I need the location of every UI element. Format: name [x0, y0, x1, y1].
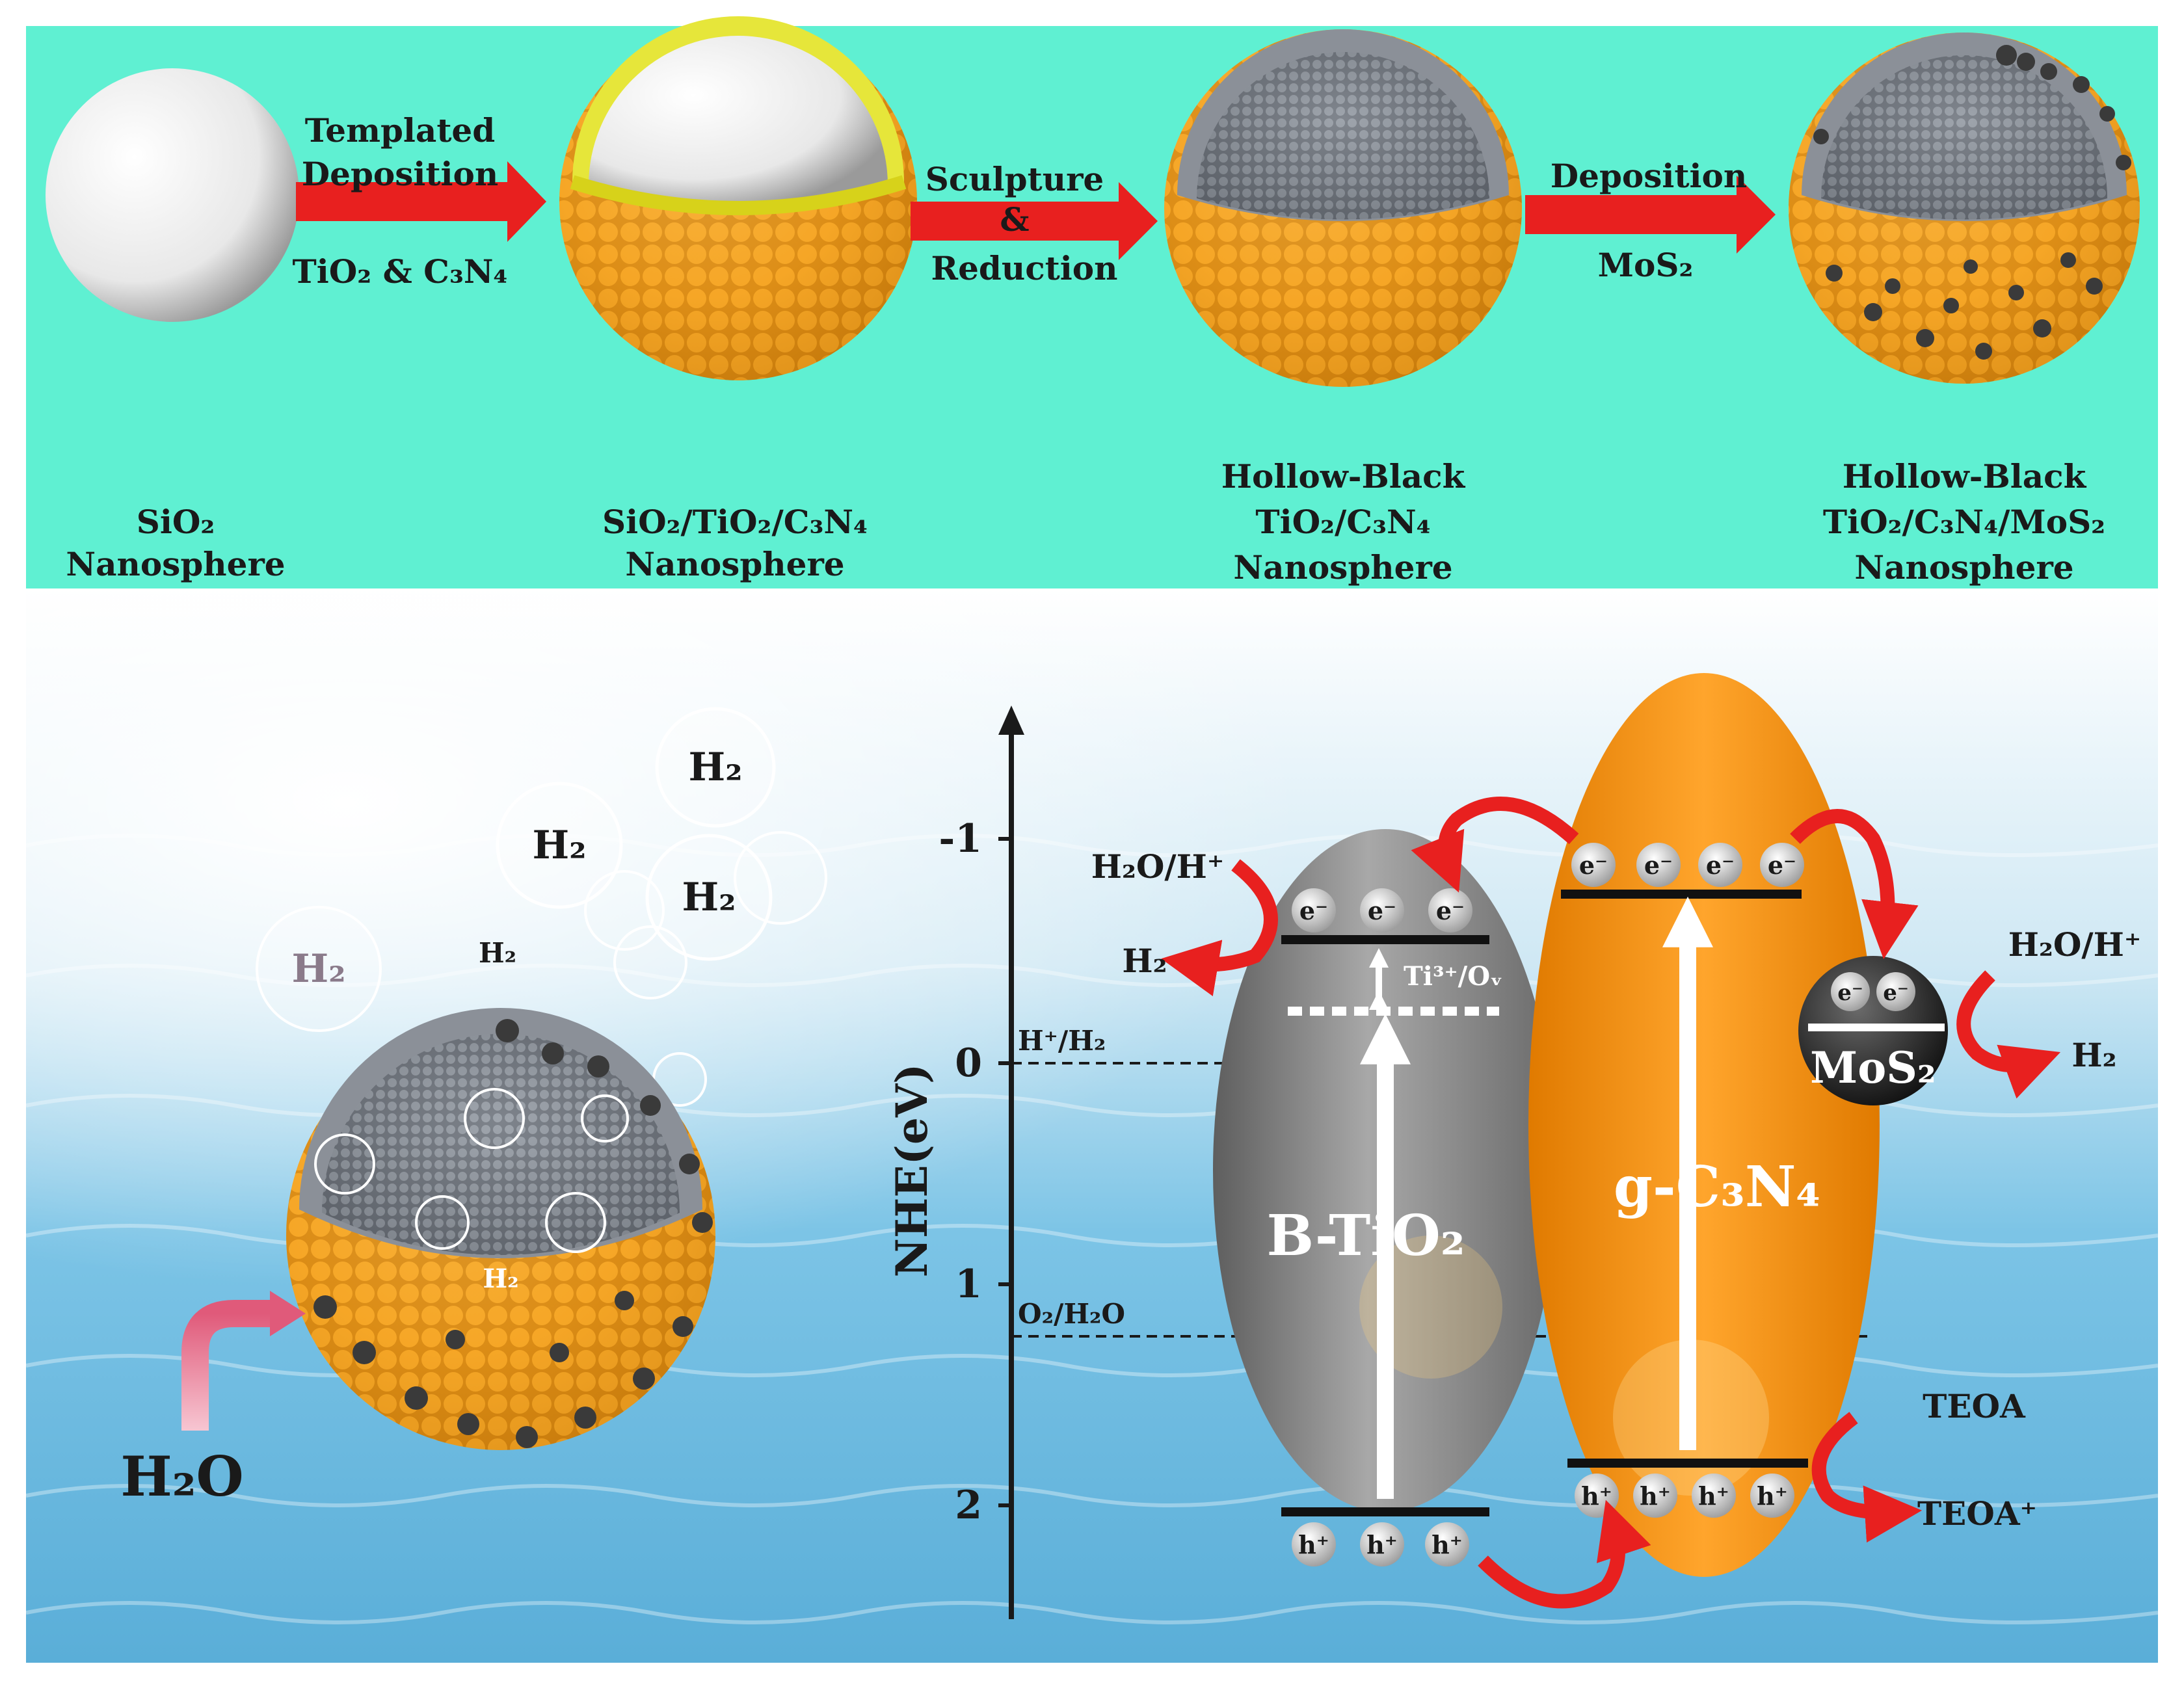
- teoa-plus-label: TEOA⁺: [1917, 1494, 2037, 1533]
- mos2-electron-1: e⁻: [1837, 980, 1863, 1006]
- sphere3-line3: Nanosphere: [1233, 548, 1452, 587]
- step1-top-label: Templated: [305, 111, 495, 150]
- sio2-sphere: [46, 68, 299, 322]
- step3-bottom-label: MoS₂: [1598, 246, 1694, 284]
- step1-bottom-label: TiO₂ & C₃N₄: [293, 252, 508, 291]
- water-label: H₂O: [120, 1444, 243, 1509]
- sphere1-line2: SiO₂: [137, 503, 215, 541]
- o2-level-label: O₂/H₂O: [1018, 1298, 1125, 1330]
- gc3n4-electron-3: e⁻: [1706, 851, 1735, 880]
- btio2-electron-1: e⁻: [1299, 896, 1328, 925]
- btio2-defect-label: Ti³⁺/Oᵥ: [1404, 961, 1503, 992]
- axis-tick-1: 1: [955, 1262, 982, 1307]
- sphere4-line2: TiO₂/C₃N₄/MoS₂: [1823, 503, 2105, 541]
- gc3n4-label: g-C₃N₄: [1614, 1154, 1820, 1220]
- btio2-electron-3: e⁻: [1436, 896, 1465, 925]
- water-inflow-arrow: [181, 1291, 306, 1431]
- btio2-reactant-label: H₂O/H⁺: [1091, 847, 1225, 886]
- gc3n4-electron-1: e⁻: [1579, 851, 1608, 880]
- gc3n4-band: [1528, 673, 1880, 1577]
- gc3n4-hole-3: h⁺: [1698, 1481, 1729, 1511]
- mos2-label: MoS₂: [1810, 1042, 1936, 1093]
- step3-top-label: Deposition: [1551, 157, 1747, 195]
- btio2-product-label: H₂: [1122, 942, 1167, 980]
- h2-bubbles: [256, 707, 827, 1107]
- process-arrow-1: [296, 161, 546, 242]
- charge-transfer-arrows: [1161, 797, 2061, 1609]
- process-arrow-2: [911, 182, 1158, 260]
- h2-bubble-label-1: H₂: [689, 745, 743, 790]
- axis-tick-0: 0: [955, 1040, 982, 1086]
- btio2-hole-2: h⁺: [1366, 1530, 1398, 1559]
- h-plus-level-label: H⁺/H₂: [1018, 1025, 1106, 1057]
- gc3n4-hole-2: h⁺: [1640, 1481, 1671, 1511]
- hollow-black-tio2-c3n4-sphere: [1164, 29, 1522, 387]
- step2-top-label: Sculpture: [926, 160, 1104, 198]
- mos2-product-label: H₂: [2071, 1036, 2116, 1074]
- h2-bubble-label-4: H₂: [292, 946, 346, 992]
- sphere2-line3: Nanosphere: [625, 545, 844, 583]
- sphere4-line3: Nanosphere: [1854, 548, 2073, 587]
- teoa-label: TEOA: [1923, 1387, 2026, 1425]
- gc3n4-hole-4: h⁺: [1757, 1481, 1788, 1511]
- hollow-nanosphere-in-water: [286, 1008, 715, 1450]
- sphere4-line1: Hollow-Black: [1843, 457, 2087, 496]
- btio2-holes: [1292, 1522, 1469, 1566]
- sphere3-line1: Hollow-Black: [1221, 457, 1466, 496]
- h2-bubble-label-2: H₂: [533, 823, 587, 868]
- h2-bubble-label-5: H₂: [479, 937, 516, 969]
- btio2-electrons: [1292, 888, 1472, 932]
- btio2-hole-1: h⁺: [1298, 1530, 1329, 1559]
- gc3n4-electrons: [1571, 843, 1804, 887]
- sio2-tio2-c3n4-sphere: [559, 16, 917, 380]
- mos2-particle: [1798, 956, 1948, 1105]
- gc3n4-electron-4: e⁻: [1768, 851, 1796, 880]
- h2-bubble-label-6: H₂: [483, 1263, 518, 1294]
- sphere2-line2: SiO₂/TiO₂/C₃N₄: [602, 503, 868, 541]
- step2-mid-label: &: [1000, 200, 1029, 239]
- hollow-black-tio2-c3n4-mos2-sphere: [1789, 33, 2140, 384]
- btio2-label: B-TiO₂: [1267, 1203, 1465, 1269]
- process-arrow-3: [1525, 176, 1776, 254]
- btio2-band: [1213, 829, 1558, 1516]
- step1-mid-label: Deposition: [302, 155, 498, 193]
- step2-bottom-label: Reduction: [931, 249, 1118, 287]
- btio2-hole-3: h⁺: [1432, 1530, 1463, 1559]
- top-panel-background: [26, 26, 2158, 588]
- mos2-electron-2: e⁻: [1883, 980, 1909, 1006]
- sphere3-line2: TiO₂/C₃N₄: [1255, 503, 1430, 541]
- btio2-electron-2: e⁻: [1368, 896, 1396, 925]
- axis-tick-2: 2: [955, 1483, 982, 1528]
- gc3n4-electron-2: e⁻: [1644, 851, 1673, 880]
- nhe-axis: [998, 706, 1024, 1619]
- axis-label: NHE(eV): [886, 1064, 937, 1278]
- sphere1-line3: Nanosphere: [66, 545, 285, 583]
- mos2-reactant-label: H₂O/H⁺: [2008, 925, 2142, 964]
- gc3n4-hole-1: h⁺: [1581, 1481, 1612, 1511]
- h2-bubble-label-3: H₂: [682, 875, 736, 920]
- axis-tick-minus1: -1: [939, 816, 982, 862]
